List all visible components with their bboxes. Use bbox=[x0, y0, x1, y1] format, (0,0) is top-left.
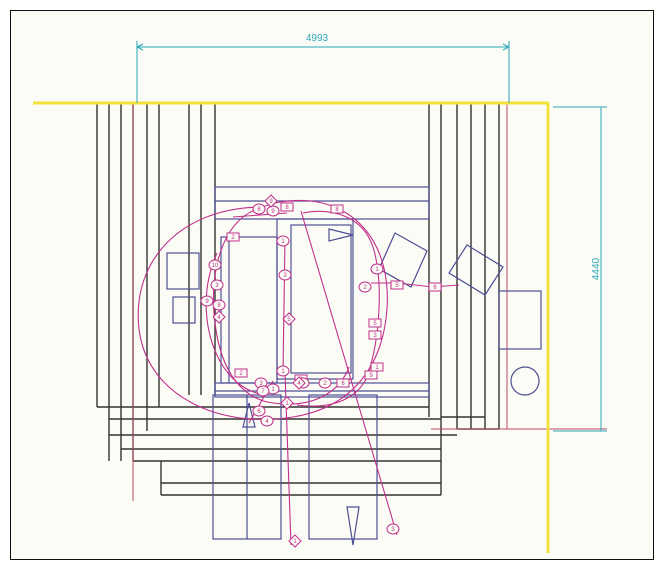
inner-loop bbox=[212, 208, 350, 405]
right-box bbox=[498, 290, 542, 350]
diamond-marker bbox=[280, 396, 294, 410]
diamond-marker-label: 4 bbox=[297, 381, 301, 387]
circle-marker bbox=[276, 235, 290, 247]
drawing-frame: 4993 4440 bbox=[10, 10, 654, 560]
rect-marker-label: 6 bbox=[341, 381, 345, 387]
diamond-marker-label: 1 bbox=[285, 401, 289, 407]
rect-marker-label: 5 bbox=[373, 321, 377, 327]
arrow-top bbox=[328, 228, 354, 242]
circle-marker bbox=[276, 365, 290, 377]
rect-marker bbox=[330, 204, 344, 214]
route-to-carts bbox=[371, 282, 460, 288]
circle-marker-label: 8 bbox=[217, 303, 221, 309]
rect-marker bbox=[368, 318, 382, 328]
circle-marker bbox=[252, 405, 266, 417]
circle-marker-label: 3 bbox=[391, 527, 395, 533]
circle-marker-label: 3 bbox=[283, 273, 287, 279]
circle-marker-label: 9 bbox=[205, 299, 209, 305]
left-arc bbox=[205, 252, 264, 396]
dimension-lines bbox=[136, 41, 607, 432]
circle-marker bbox=[256, 385, 270, 397]
rect-marker bbox=[336, 378, 350, 388]
circle-marker-label: 6 bbox=[257, 409, 261, 415]
right-loop bbox=[296, 210, 380, 407]
circle-marker bbox=[210, 279, 224, 291]
circle-marker-label: 4 bbox=[265, 419, 269, 425]
rect-marker bbox=[226, 232, 240, 242]
height-dimension-label: 4440 bbox=[591, 257, 602, 280]
diamond-marker-label: 9 bbox=[269, 199, 273, 205]
circle-marker-label: 8 bbox=[257, 207, 261, 213]
center-table bbox=[276, 218, 354, 380]
circle-marker-label: 3 bbox=[215, 283, 219, 289]
circle-marker-label: 1 bbox=[281, 239, 285, 245]
circle-marker bbox=[386, 523, 400, 535]
rect-marker-label: 5 bbox=[395, 283, 399, 289]
diamond-marker bbox=[292, 376, 306, 390]
circle-marker bbox=[260, 415, 274, 427]
circle-marker-label: 2 bbox=[323, 381, 327, 387]
wall-lines bbox=[96, 103, 500, 496]
circle-marker bbox=[266, 205, 280, 217]
circle-marker bbox=[358, 281, 372, 293]
rect-marker bbox=[234, 368, 248, 378]
rect-marker bbox=[370, 362, 384, 372]
circle-marker-label: 1 bbox=[281, 369, 285, 375]
outer-loop bbox=[137, 199, 388, 421]
red-guide-lines bbox=[132, 103, 607, 501]
diamond-marker-label: 4 bbox=[217, 315, 221, 321]
rect-marker bbox=[390, 280, 404, 290]
lower-right-unit bbox=[308, 394, 378, 540]
arrow-left bbox=[242, 402, 256, 428]
circle-marker bbox=[370, 263, 384, 275]
round-table bbox=[510, 366, 540, 396]
rect-marker-label: 9 bbox=[369, 373, 373, 379]
left-box-1 bbox=[166, 252, 200, 290]
rect-marker-label: 2 bbox=[231, 235, 235, 241]
rect-marker-label: 2 bbox=[239, 371, 243, 377]
rect-marker-label: 8 bbox=[335, 207, 339, 213]
diamond-marker bbox=[212, 310, 226, 324]
rect-marker bbox=[428, 282, 442, 292]
circle-marker-label: 9 bbox=[271, 209, 275, 215]
arrow-bottom bbox=[346, 506, 360, 546]
rect-marker-label: 1 bbox=[375, 365, 379, 371]
diamond-marker-label: 5 bbox=[287, 317, 291, 323]
center-table-inner bbox=[290, 224, 352, 374]
width-dimension-label: 4993 bbox=[306, 33, 329, 44]
circle-marker-label: 1 bbox=[375, 267, 379, 273]
tilted-cart-2 bbox=[448, 244, 504, 296]
diamond-marker bbox=[282, 312, 296, 326]
diamond-marker-label: 1 bbox=[293, 539, 297, 545]
circle-marker bbox=[318, 377, 332, 389]
circle-marker-label: 3 bbox=[259, 381, 263, 387]
diamond-marker bbox=[288, 534, 302, 548]
circle-marker bbox=[208, 259, 222, 271]
circle-marker bbox=[252, 203, 266, 215]
circle-marker-label: 1 bbox=[271, 387, 275, 393]
circle-marker-label: 2 bbox=[363, 285, 367, 291]
diamond-marker bbox=[264, 194, 278, 208]
site-boundary bbox=[33, 101, 550, 553]
floor-plan: 4993 4440 bbox=[33, 33, 607, 553]
rect-marker-label: 3 bbox=[373, 333, 377, 339]
left-box-2 bbox=[172, 296, 196, 324]
rect-marker-label: 8 bbox=[285, 205, 289, 211]
rect-marker bbox=[280, 202, 294, 212]
circle-marker bbox=[278, 269, 292, 281]
rect-marker-label: 6 bbox=[433, 285, 437, 291]
circle-marker bbox=[200, 295, 214, 307]
circle-marker bbox=[212, 299, 226, 311]
tilted-cart-1 bbox=[378, 232, 428, 288]
circle-marker-label: 7 bbox=[261, 389, 265, 395]
circle-marker-label: 10 bbox=[212, 263, 219, 269]
path-markers: 88256239156889131210398142314367945411 bbox=[200, 194, 442, 548]
rect-marker bbox=[368, 330, 382, 340]
